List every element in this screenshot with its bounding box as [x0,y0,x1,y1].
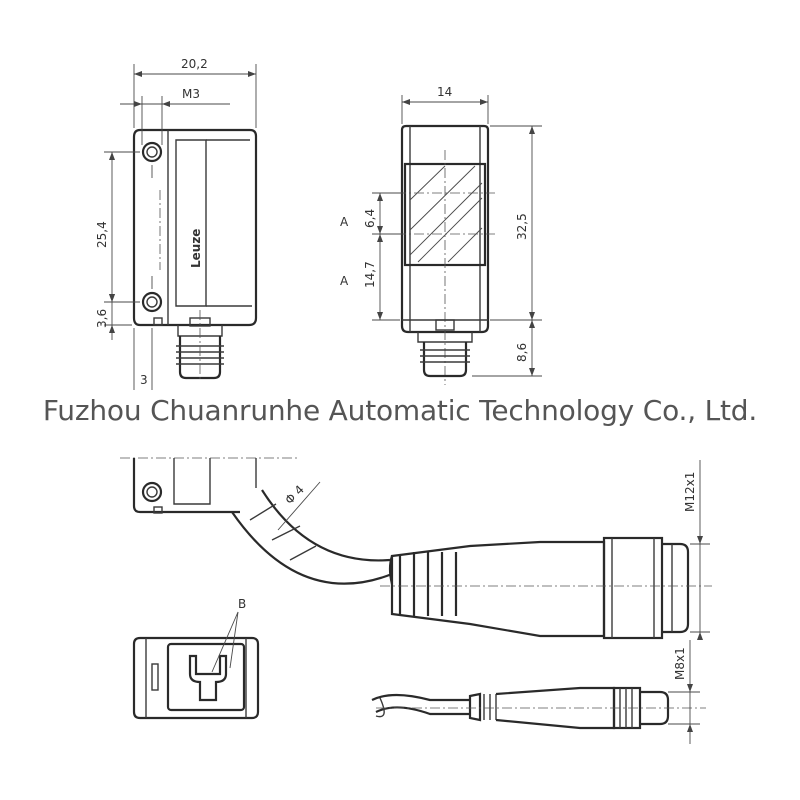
detail-b-label: B [238,597,246,611]
dim-width-overall-label: 20,2 [181,57,208,71]
dim-window-a1-label: 6,4 [363,209,377,228]
dim-bottom-offset: 3,6 [95,294,132,340]
dim-cable-diameter-label: Φ 4 [282,482,307,507]
dim-width-overall: 20,2 [133,57,257,128]
dim-thread-m8-label: M8x1 [673,647,687,680]
dim-connector-length: 8,6 [472,320,542,377]
section-a2-label: A [340,274,349,288]
section-a1-label: A [340,215,349,229]
dim-front-width: 14 [401,85,489,124]
dim-hole-spacing: 25,4 [95,151,140,303]
dim-thread-m3: M3 [120,87,230,145]
dim-side-cut: 3 [133,328,153,390]
dim-bottom-offset-label: 3,6 [95,309,109,328]
dim-height-overall: 32,5 [490,125,542,321]
front-view [396,124,495,385]
dim-side-cut-label: 3 [140,373,148,387]
dim-height-overall-label: 32,5 [515,213,529,240]
dim-thread-m3-label: M3 [182,87,200,101]
dim-window: 6,4 14,7 A A [340,192,402,321]
dim-window-a2-label: 14,7 [363,261,377,288]
detail-b-view: B [132,597,260,720]
watermark-text: Fuzhou Chuanrunhe Automatic Technology C… [0,392,800,429]
side-view: Leuze [132,128,258,382]
m8-cable-view: M8x1 [371,640,706,744]
window-hatch [409,165,483,263]
brand-logo: Leuze [189,229,203,268]
cable-view: Φ 4 M12x1 [120,457,712,640]
dim-hole-spacing-label: 25,4 [95,221,109,248]
dim-front-width-label: 14 [437,85,452,99]
dim-thread-m12-label: M12x1 [683,472,697,512]
dim-connector-length-label: 8,6 [515,343,529,362]
